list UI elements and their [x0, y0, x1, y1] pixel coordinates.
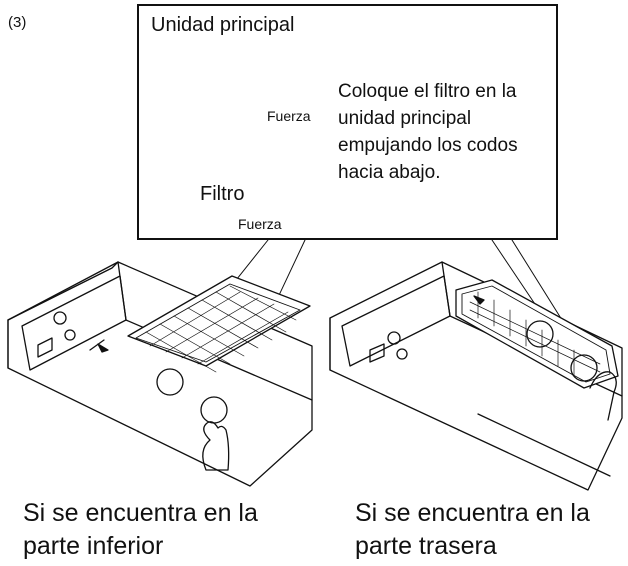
force-label-bottom: Fuerza — [238, 216, 282, 232]
unit-left-drawing — [7, 261, 313, 487]
caption-bottom-mount: Si se encuentra en la parte inferior — [23, 497, 258, 563]
step-number: (3) — [8, 14, 27, 31]
callout-title: Unidad principal — [151, 14, 295, 36]
caption-right-line2: parte trasera — [355, 532, 497, 560]
caption-rear-mount: Si se encuentra en la parte trasera — [355, 497, 590, 563]
unit-right-drawing — [329, 261, 623, 491]
callout-instruction: Coloque el filtro en la unidad principal… — [338, 81, 518, 183]
filter-label: Filtro — [200, 183, 245, 205]
caption-left-line1: Si se encuentra en la — [23, 499, 258, 527]
force-label-top: Fuerza — [267, 108, 311, 124]
caption-right-line1: Si se encuentra en la — [355, 499, 590, 527]
caption-left-line2: parte inferior — [23, 532, 164, 560]
detail-callout-box — [137, 4, 558, 240]
